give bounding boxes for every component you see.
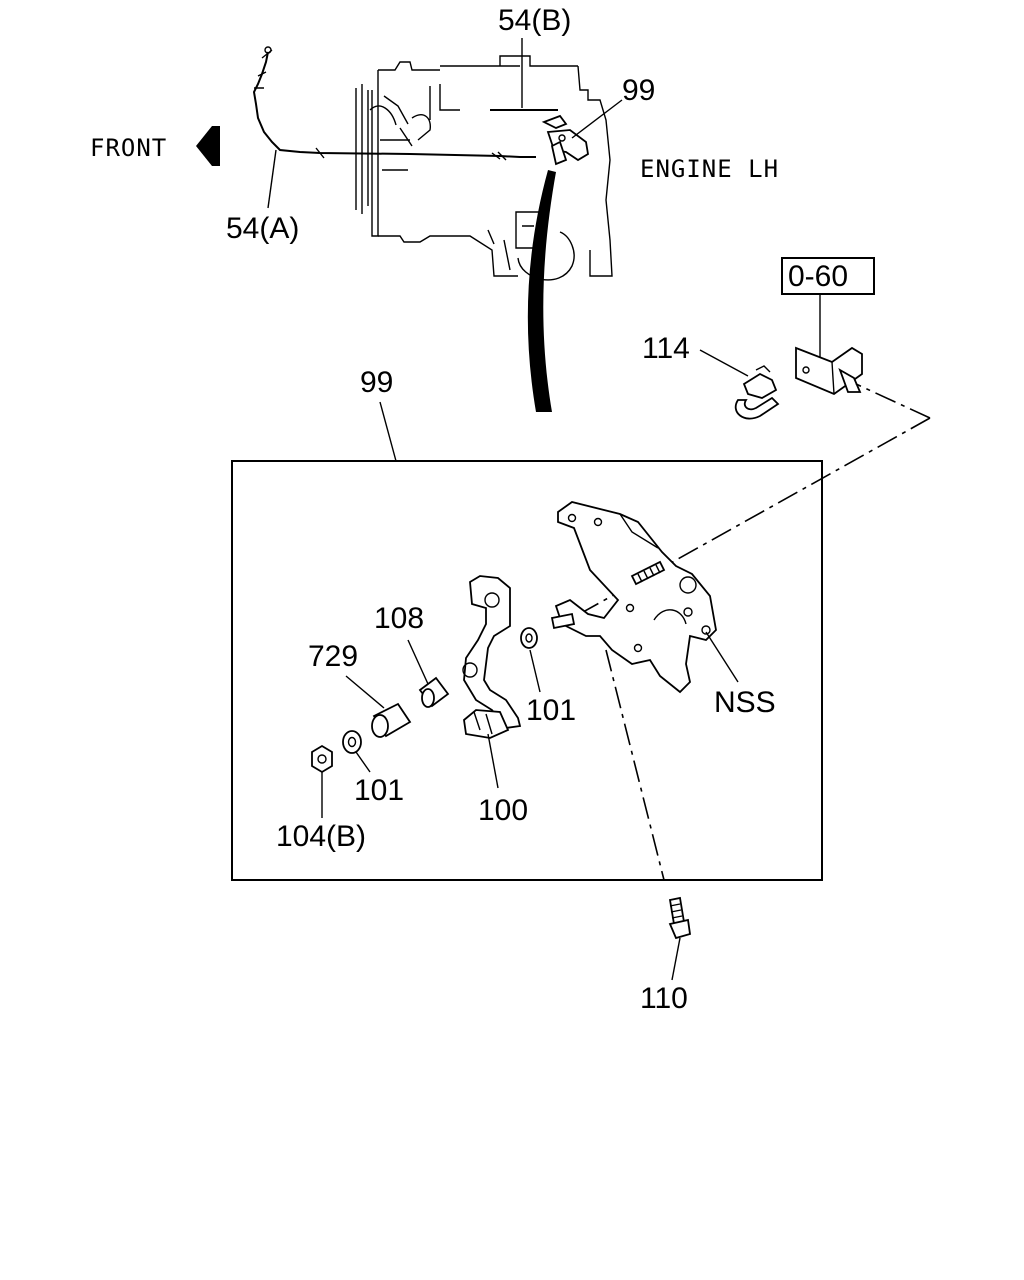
bushing-729 xyxy=(371,702,412,738)
callout-nss: NSS xyxy=(714,686,776,719)
callout-108: 108 xyxy=(374,602,424,635)
arrow-left-icon xyxy=(196,126,220,166)
phantom-line-bolt xyxy=(575,383,931,617)
stud-bolt xyxy=(630,560,666,586)
nut-104b xyxy=(311,744,333,774)
bracket-tab xyxy=(795,346,863,396)
lever-cluster-top xyxy=(541,114,589,166)
phantom-line-110 xyxy=(605,649,665,881)
leader-101-lower xyxy=(355,751,371,773)
washer-101-upper xyxy=(520,627,538,649)
engine-outline xyxy=(355,55,613,281)
ref-box xyxy=(781,257,875,295)
callout-110: 110 xyxy=(640,982,688,1015)
leader-100 xyxy=(487,733,499,789)
detail-box xyxy=(231,460,823,881)
leader-108 xyxy=(407,639,429,685)
bracket-nss xyxy=(554,501,717,694)
callout-101-lower: 101 xyxy=(354,774,404,807)
leader-nss xyxy=(705,631,739,683)
engine-lh-label: ENGINE LH xyxy=(640,155,779,183)
small-stud xyxy=(550,612,576,630)
leader-110 xyxy=(671,937,681,981)
leader-101-upper xyxy=(529,649,541,693)
leader-99-top xyxy=(571,99,623,139)
callout-99-box: 99 xyxy=(360,366,393,399)
leader-114 xyxy=(699,349,749,377)
callout-114: 114 xyxy=(642,332,690,365)
leader-99-box xyxy=(379,401,397,462)
callout-104b: 104(B) xyxy=(276,820,366,853)
washer-101-lower xyxy=(342,730,362,754)
callout-101-upper: 101 xyxy=(526,694,576,727)
callout-729: 729 xyxy=(308,640,358,673)
callout-99-top: 99 xyxy=(622,74,655,107)
bolt-110 xyxy=(668,896,692,940)
collar-108 xyxy=(418,676,450,708)
detail-pointer xyxy=(527,170,556,412)
cable-clip xyxy=(734,365,780,420)
lever-100 xyxy=(462,575,522,739)
throttle-cable xyxy=(252,46,536,161)
callout-54a: 54(A) xyxy=(226,212,299,245)
front-label: FRONT xyxy=(90,134,167,162)
callout-100: 100 xyxy=(478,794,528,827)
leader-729 xyxy=(345,675,385,709)
callout-0-60: 0-60 xyxy=(788,260,848,293)
leader-54a xyxy=(267,149,277,209)
callout-54b: 54(B) xyxy=(498,4,571,37)
